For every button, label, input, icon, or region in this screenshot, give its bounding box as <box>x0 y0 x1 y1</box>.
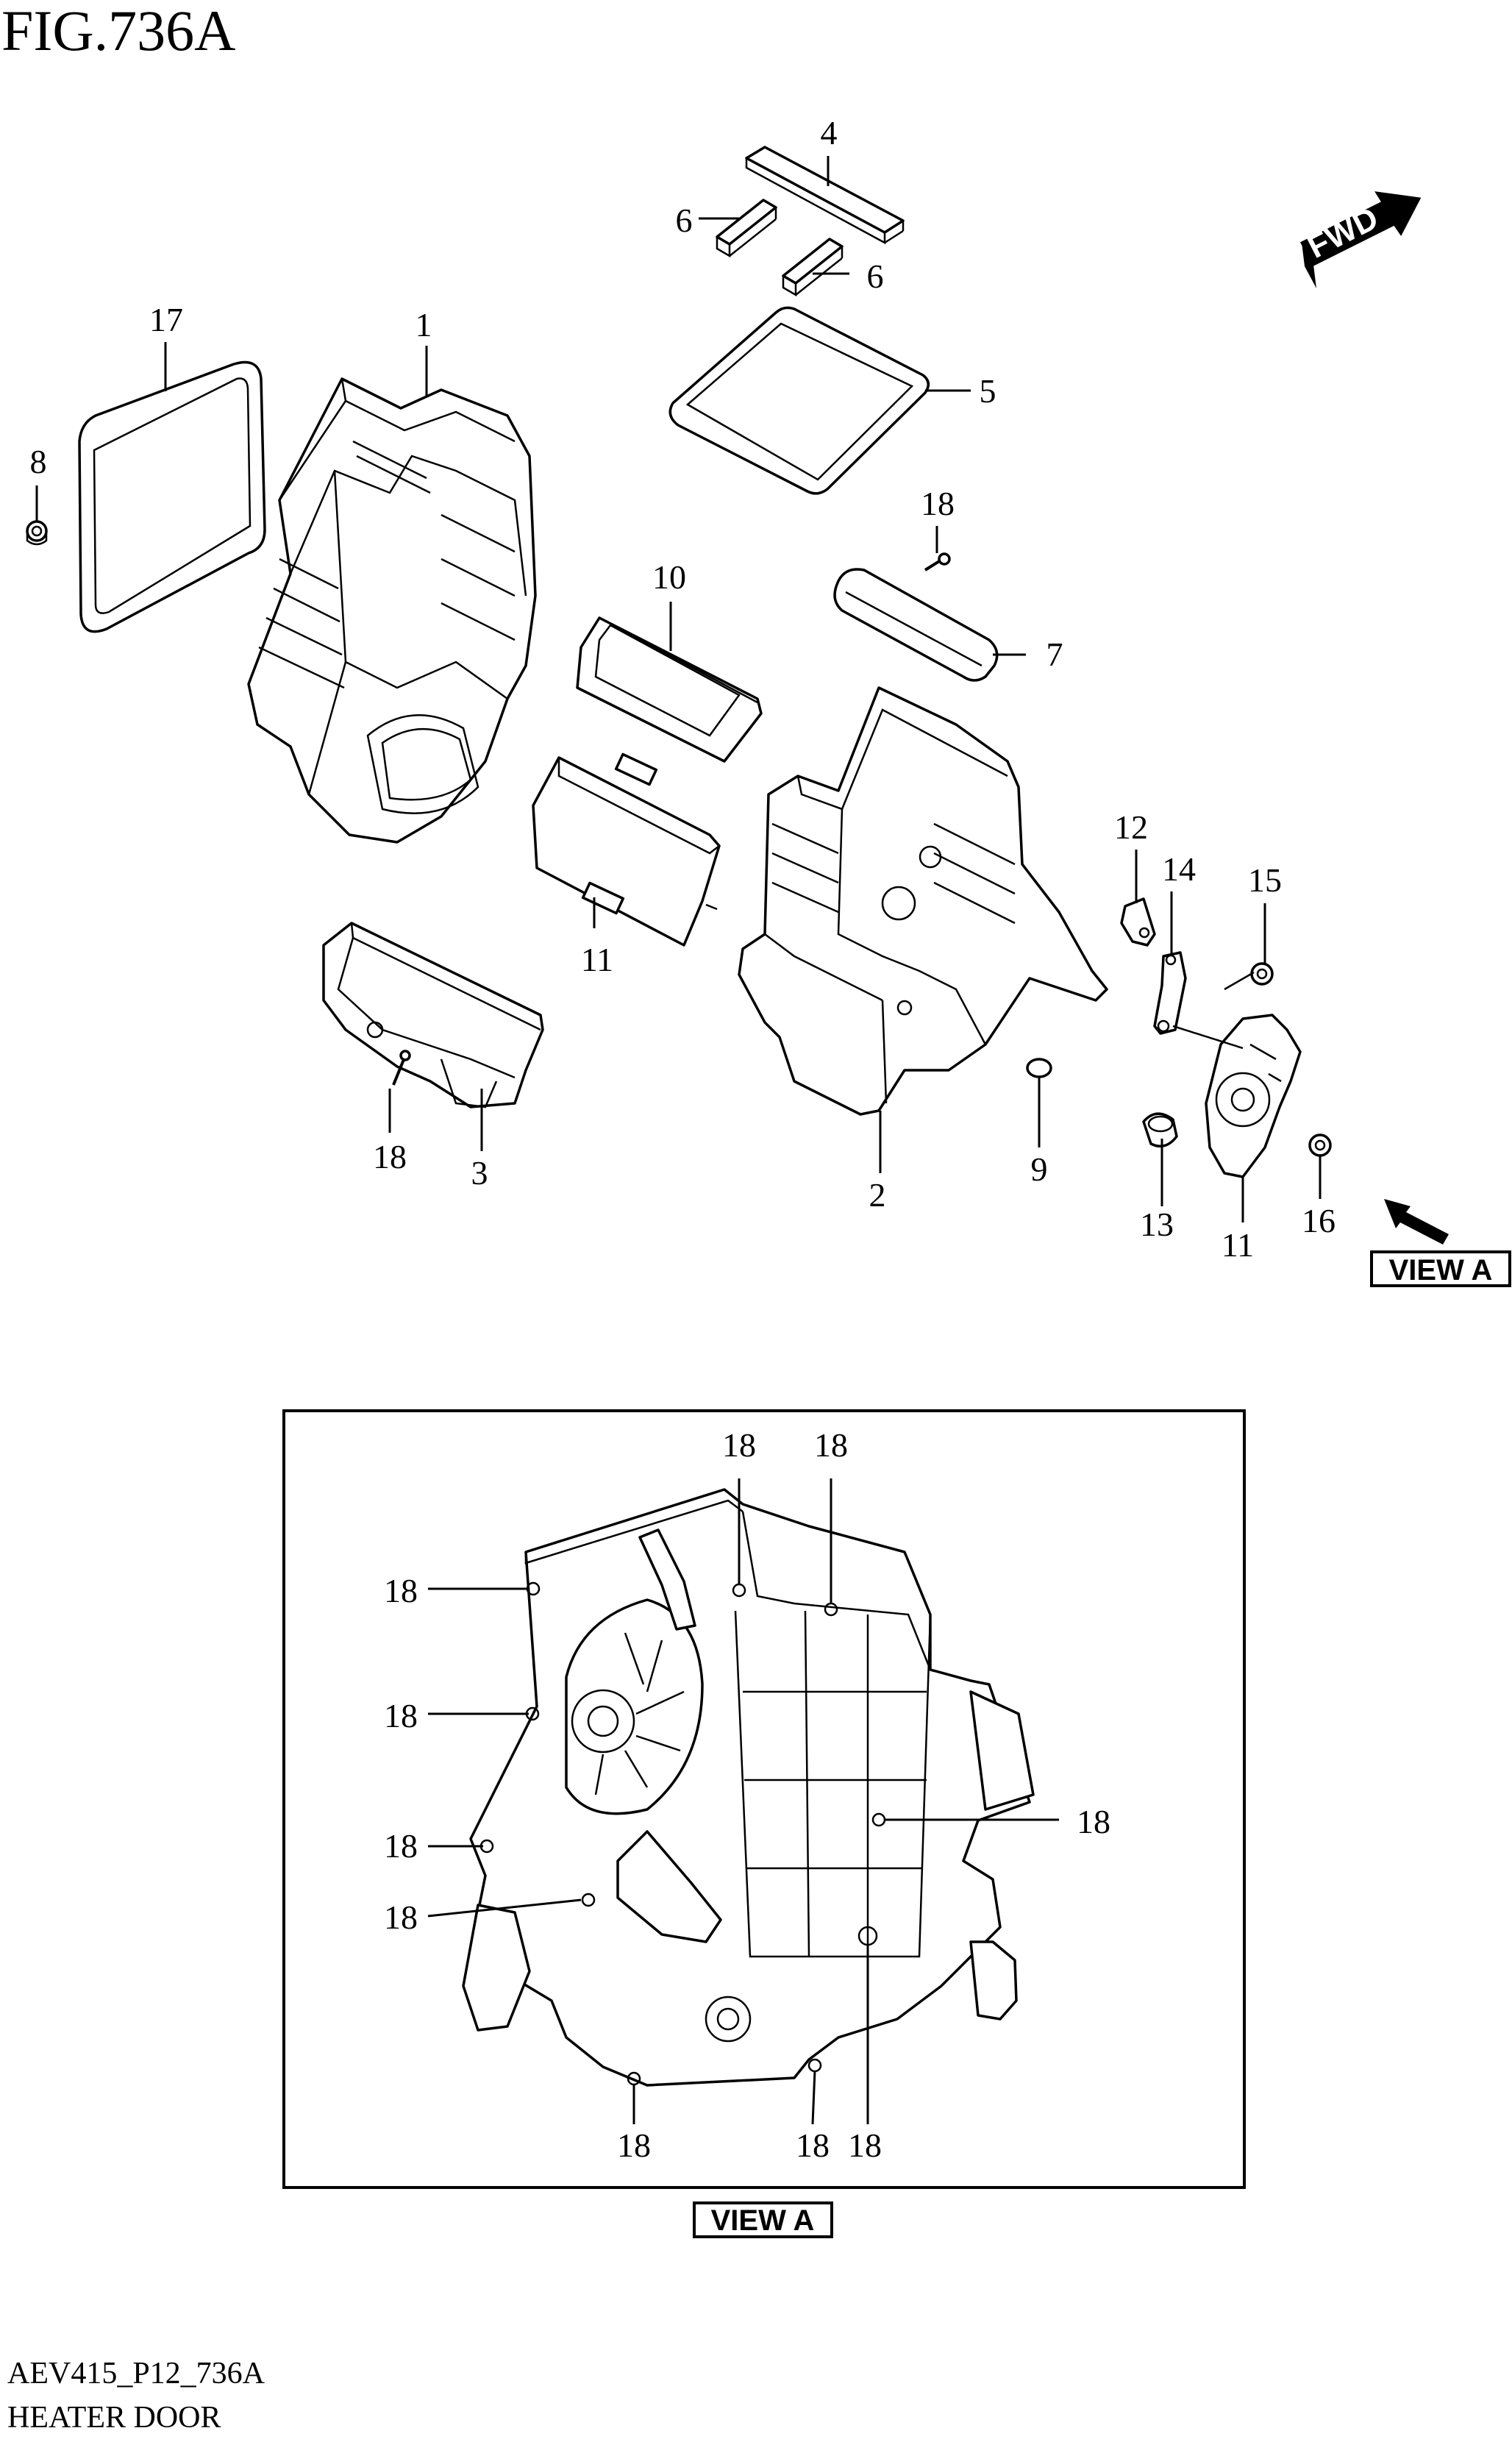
view-a-callout-18: 18 <box>384 1827 418 1865</box>
callout-18: 18 <box>373 1138 407 1175</box>
callout-7: 7 <box>1046 636 1063 673</box>
callout-15: 14 <box>1162 850 1196 888</box>
callout-17: 17 <box>149 301 183 338</box>
callout-11: 11 <box>581 941 613 978</box>
figure-code: AEV415_P12_736A <box>7 2357 265 2391</box>
callout-18: 18 <box>921 485 955 522</box>
view-a-arrow-icon <box>1384 1199 1449 1245</box>
part-3-drawing <box>322 922 544 1108</box>
callouts-view-a: 18 18 18 18 18 18 18 18 18 18 <box>384 1426 1110 2164</box>
part-14-drawing <box>1142 1112 1178 1148</box>
callout-4: 4 <box>821 114 838 152</box>
view-a-housing-drawing <box>462 1488 1035 2087</box>
callout-14: 13 <box>1140 1206 1174 1243</box>
callout-3: 3 <box>471 1154 488 1192</box>
callout-8: 8 <box>30 443 47 480</box>
callout-6: 6 <box>676 202 693 239</box>
view-a-callout-18: 18 <box>1077 1803 1110 1840</box>
fwd-arrow-icon: FWD <box>1299 191 1422 288</box>
callout-1: 1 <box>416 306 432 343</box>
callout-16: 15 <box>1248 861 1282 899</box>
part-9-drawing <box>1026 1058 1052 1078</box>
callout-9: 9 <box>1031 1150 1048 1188</box>
screw-18-lower-drawing <box>392 1050 411 1086</box>
part-17-drawing <box>78 360 266 633</box>
view-a-callout-18: 18 <box>384 1697 418 1734</box>
leader-lines <box>35 156 1322 1222</box>
view-a-callout-18: 18 <box>384 1898 418 1936</box>
part-6-drawing <box>716 199 844 297</box>
view-a-leader-lines <box>427 1478 1059 2125</box>
callout-6: 6 <box>867 257 884 295</box>
callouts-main: 4 6 6 5 1 17 8 18 7 10 11 18 3 2 9 12 14… <box>30 114 1336 1264</box>
part-16b-drawing <box>1308 1133 1332 1157</box>
screw-18-upper-drawing <box>924 552 951 572</box>
part-15-drawing <box>1153 951 1187 1035</box>
part-7-drawing <box>833 568 999 682</box>
part-13-drawing <box>1120 897 1156 947</box>
figure-name: HEATER DOOR <box>7 2401 221 2435</box>
view-a-frame <box>282 1409 1246 2189</box>
fwd-label: FWD <box>1302 200 1384 266</box>
part-12-drawing <box>1205 1014 1302 1178</box>
callout-10: 10 <box>652 558 686 596</box>
view-a-caption: VIEW A <box>711 2204 815 2237</box>
callout-2: 2 <box>869 1176 886 1214</box>
view-a-callout-18: 18 <box>722 1426 756 1464</box>
part-2-drawing <box>738 686 1108 1116</box>
view-a-label: VIEW A <box>1389 1254 1493 1286</box>
view-a-callout-18: 18 <box>796 2126 830 2164</box>
view-a-caption-box: VIEW A <box>693 2201 833 2238</box>
view-a-callout-18: 18 <box>384 1572 418 1609</box>
part-5-drawing <box>668 306 930 495</box>
part-16a-drawing <box>1250 962 1274 986</box>
view-a-callout-18: 18 <box>848 2126 882 2164</box>
view-a-label-box: VIEW A <box>1370 1250 1511 1287</box>
part-4-drawing <box>745 146 905 245</box>
part-10-drawing <box>576 616 763 763</box>
figure-title: FIG.736A <box>1 0 236 63</box>
callout-5: 5 <box>980 372 996 410</box>
view-a-callout-18: 18 <box>617 2126 651 2164</box>
part-1-drawing <box>247 377 537 844</box>
part-8-drawing <box>26 520 48 546</box>
callout-12: 11 <box>1222 1226 1254 1264</box>
callout-13: 12 <box>1114 808 1148 846</box>
view-a-callout-18: 18 <box>814 1426 848 1464</box>
callout-16: 16 <box>1302 1202 1336 1239</box>
part-11-drawing <box>532 752 721 947</box>
